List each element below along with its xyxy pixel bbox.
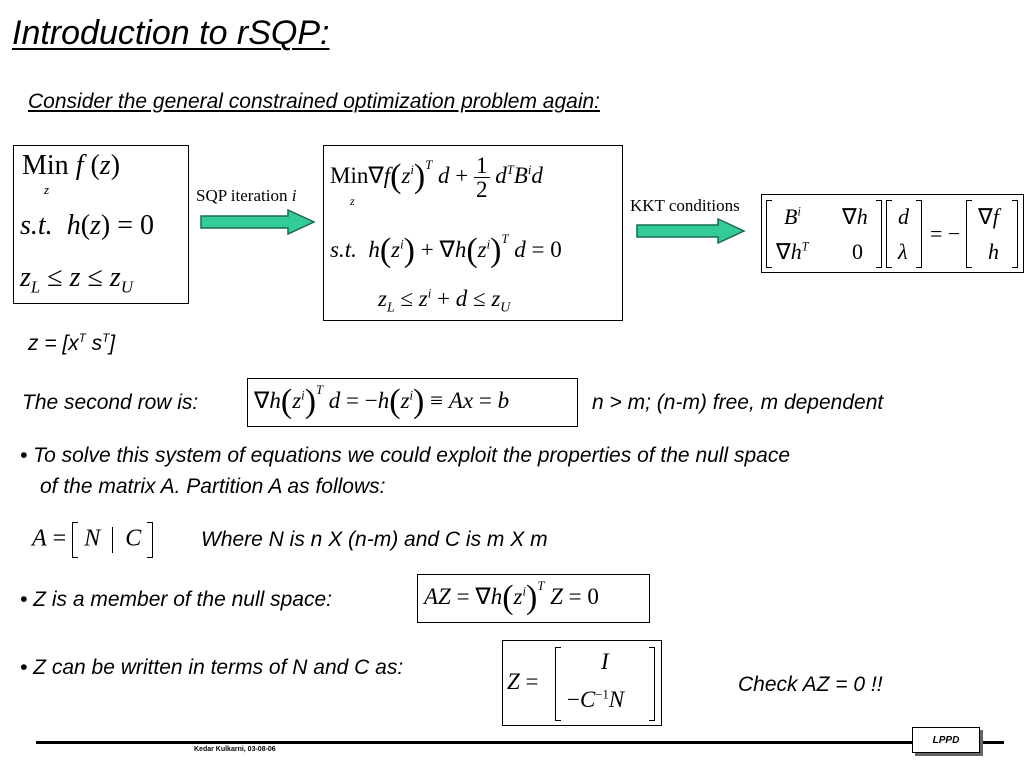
equation-box-z-matrix: Z = I −C−1N [502, 640, 662, 726]
footer-author-date: Kedar Kulkarni, 03-08-06 [194, 746, 276, 753]
kkt-vector-lambda: λ [898, 239, 908, 264]
kkt-matrix-entry: ∇hT [776, 239, 809, 264]
check-note: Check AZ = 0 !! [738, 673, 883, 696]
rhs-bracket-right [1012, 200, 1018, 268]
kkt-rhs-h: h [988, 239, 999, 264]
equation-box-kkt-system: Bi ∇h ∇hT 0 d λ = − ∇f h [761, 194, 1024, 273]
kkt-matrix-entry: Bi [784, 204, 801, 229]
z-definition: z = [xT sT] [28, 332, 116, 355]
z-matrix-bracket-left [555, 647, 561, 721]
rhs-bracket-left [966, 200, 972, 268]
lppd-label: LPPD [932, 734, 960, 746]
matrix-bracket-right [876, 200, 882, 268]
slide-title: Introduction to rSQP: [12, 14, 330, 52]
slide-subtitle: Consider the general constrained optimiz… [28, 90, 601, 113]
vector-bracket-right [916, 200, 922, 268]
matrix-bracket-left [766, 200, 772, 268]
eq-second-row: ∇h(zi)T d = −h(zi) ≡ Ax = b [254, 383, 510, 420]
kkt-vector-d: d [898, 204, 909, 229]
kkt-equals-minus: = − [930, 221, 961, 246]
kkt-rhs-grad-f: ∇f [978, 204, 999, 229]
bullet-z-null-space: • Z is a member of the null space: [20, 588, 332, 611]
equation-box-original-problem: Min f (z) z s.t. h(z) = 0 zL ≤ z ≤ zU [13, 145, 189, 304]
footer-divider [36, 741, 1004, 744]
eq-qp-bounds: zL ≤ zi + d ≤ zU [378, 286, 511, 315]
bullet-null-space-line1: • To solve this system of equations we c… [20, 444, 791, 467]
right-arrow-icon [636, 218, 746, 244]
arrow2-label: KKT conditions [630, 196, 740, 215]
eq-partition: A = N C [32, 522, 154, 558]
eq-min-fz: Min f (z) [22, 150, 121, 181]
eq-z-lhs: Z = [507, 669, 539, 694]
bullet-null-space-line2: of the matrix A. Partition A as follows: [40, 475, 386, 498]
eq-min-subscript: z [44, 182, 50, 197]
partition-note: Where N is n X (n-m) and C is m X m [201, 528, 548, 551]
eq-st-hz: s.t. h(z) = 0 [20, 210, 155, 241]
z-matrix-bracket-right [649, 647, 655, 721]
kkt-matrix-entry: ∇h [842, 204, 868, 229]
eq-qp-constraint: s.t. h(zi) + ∇h(zi)T d = 0 [330, 232, 562, 269]
z-matrix-minus-cinv-n: −C−1N [567, 687, 625, 712]
arrow1-label: SQP iteration i [196, 186, 297, 205]
vector-bracket-left [886, 200, 892, 268]
eq-bounds: zL ≤ z ≤ zU [20, 262, 133, 297]
bullet-z-in-terms: • Z can be written in terms of N and C a… [20, 656, 404, 679]
z-matrix-identity: I [601, 649, 609, 674]
eq-qp-min-subscript: z [350, 194, 355, 208]
equation-box-az-zero: AZ = ∇h(zi)T Z = 0 [417, 574, 650, 623]
right-arrow-icon [200, 209, 316, 235]
second-row-note: n > m; (n-m) free, m dependent [592, 391, 884, 414]
equation-box-second-row: ∇h(zi)T d = −h(zi) ≡ Ax = b [247, 378, 578, 427]
eq-az-zero: AZ = ∇h(zi)T Z = 0 [424, 579, 599, 616]
lppd-logo-badge: LPPD [912, 727, 980, 753]
kkt-matrix-entry: 0 [852, 239, 863, 264]
second-row-label: The second row is: [22, 391, 199, 414]
